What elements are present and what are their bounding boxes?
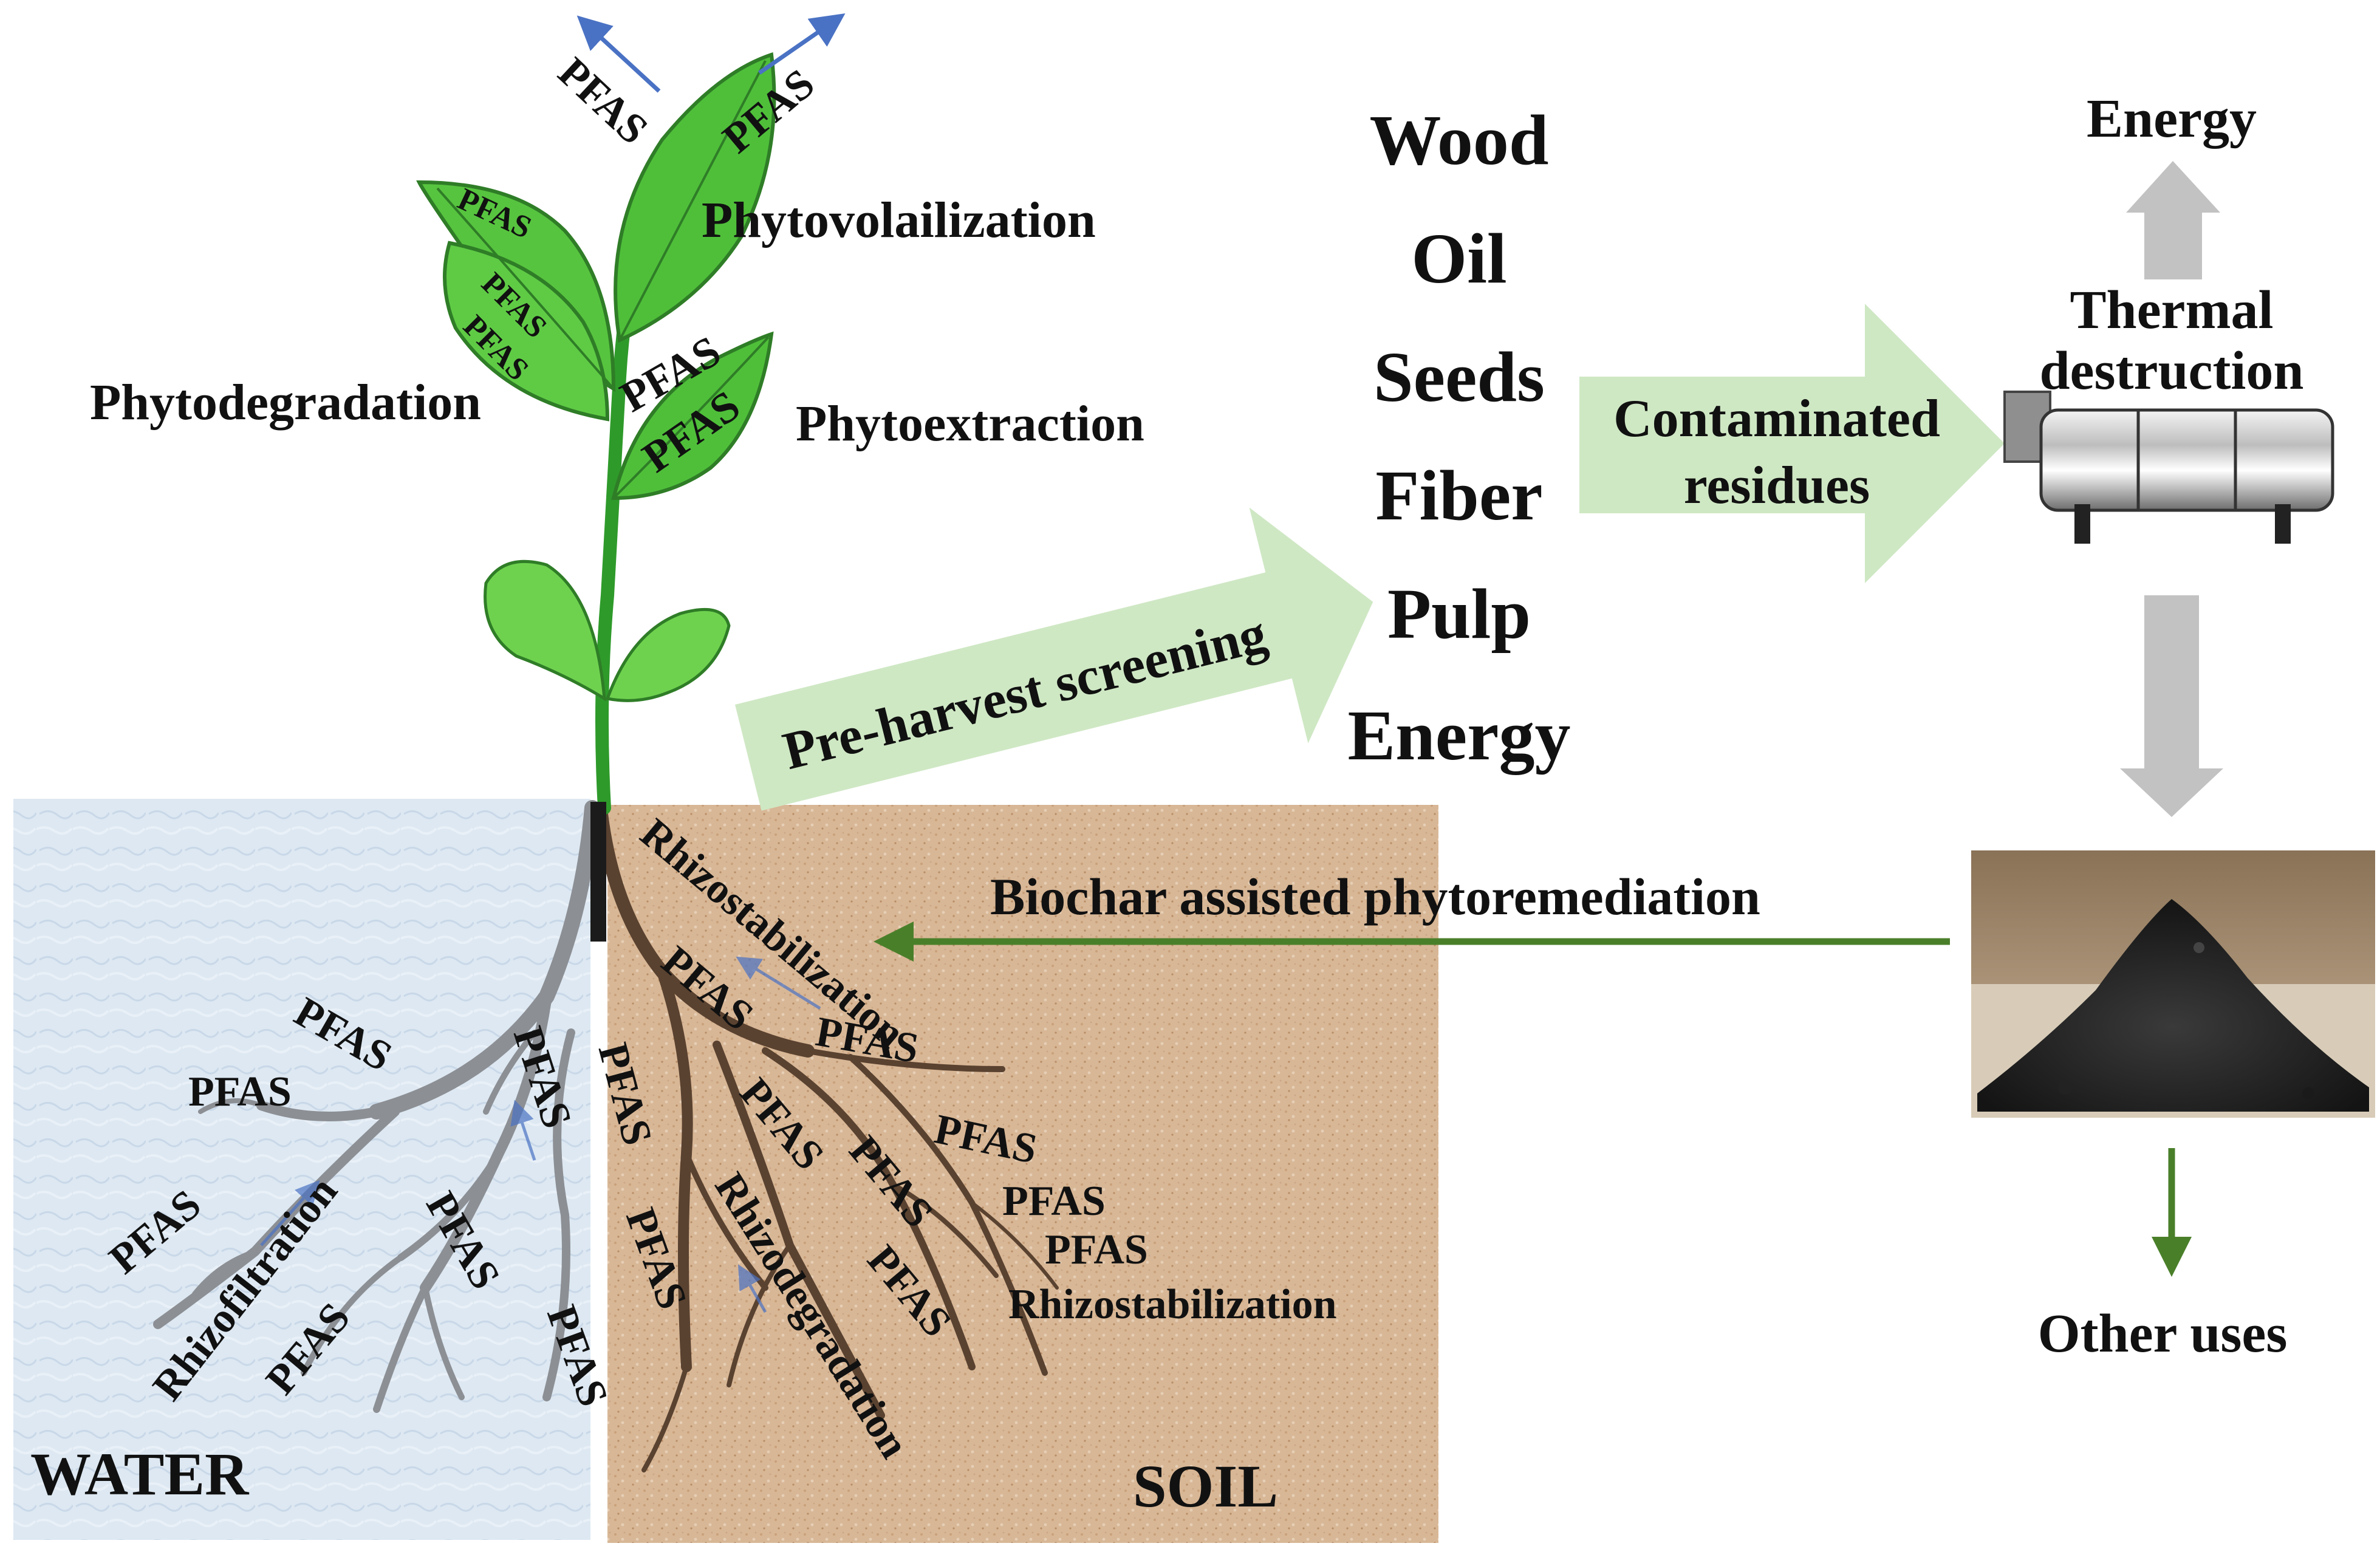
biochar-assisted-label: Biochar assisted phytoremediation [990,867,1760,926]
water-label: WATER [30,1440,250,1508]
soil-roots [595,807,1059,1472]
other-uses-label: Other uses [2038,1304,2288,1364]
product-item: Oil [1411,219,1506,298]
stem-base [590,802,606,942]
rhizostabilization-bottom-label: Rhizostabilization [1008,1281,1337,1328]
thermal-line1: Thermal [2070,280,2274,340]
product-item: Fiber [1375,456,1542,535]
to-biochar-arrow [2120,595,2223,817]
water-panel [13,799,590,1540]
pfas-label: PFAS [549,49,657,153]
contaminated-residues-arrow: Contaminated residues [1579,304,2005,583]
left-leaf-upper [443,241,610,422]
bottom-left-leaf [484,559,606,702]
product-item: Energy [1347,696,1570,775]
bottom-right-leaf [605,607,731,702]
product-item: Wood [1369,100,1548,180]
soil-label: SOIL [1133,1452,1278,1520]
soil-panel [607,805,1438,1543]
biochar-image [1971,850,2375,1118]
pfas-label: PFAS [1002,1178,1106,1225]
contaminated-label-line2: residues [1684,456,1870,515]
products-list: Wood Oil Seeds Fiber Pulp Energy [1347,100,1570,775]
plant-leaves [416,52,776,702]
thermal-line2: destruction [2040,341,2304,401]
energy-out-arrow [2126,161,2220,279]
volatilization-arrow-right [758,13,846,75]
phytoextraction-label: Phytoextraction [796,395,1144,452]
thermal-kiln [2003,391,2334,544]
phytovolatilization-label: Phytovolailization [702,192,1096,248]
volatilization-arrow-left [576,15,661,93]
product-item: Seeds [1373,337,1545,417]
energy-out-label: Energy [2087,89,2257,149]
pfas-label: PFAS [188,1069,292,1115]
pfas-label: PFAS [1045,1226,1148,1273]
product-item: Pulp [1387,574,1531,654]
uptake-arrows [260,956,821,1313]
phytodegradation-label: Phytodegradation [90,374,481,431]
contaminated-label-line1: Contaminated [1613,389,1940,448]
